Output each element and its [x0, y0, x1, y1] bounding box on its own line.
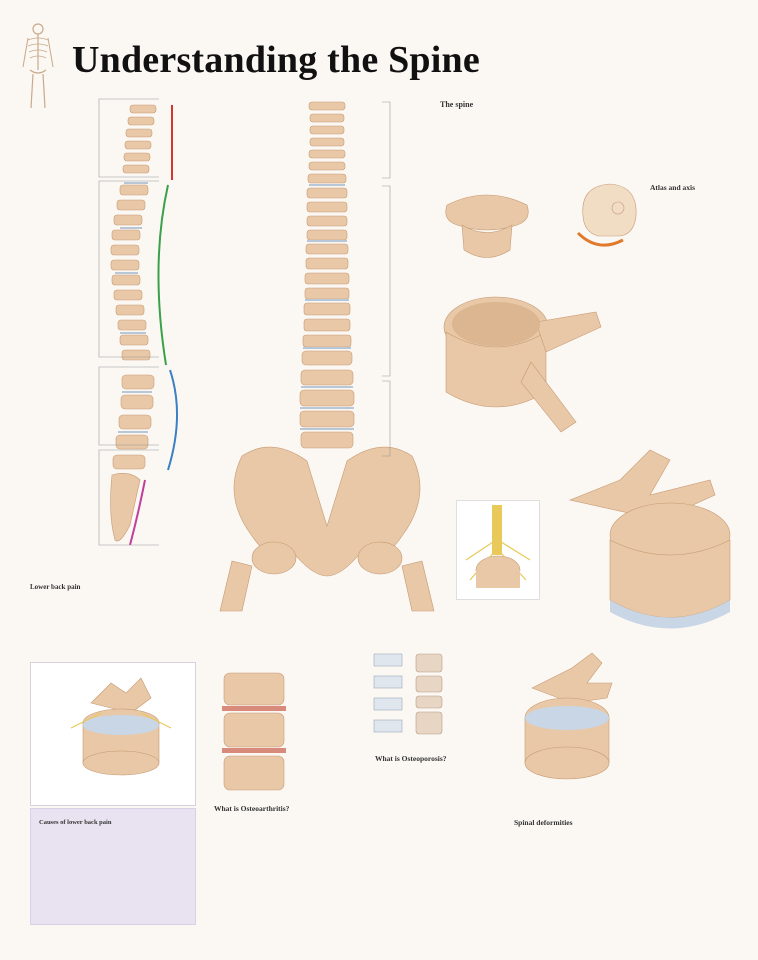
spine-section-title: The spine — [440, 100, 474, 109]
lumbar-vertebra-illustration — [568, 449, 731, 629]
thoracic-vertebra-illustration — [443, 296, 602, 433]
lower-back-pain-title: Lower back pain — [30, 583, 81, 591]
anterior-spine-pelvis-illustration — [219, 101, 435, 612]
cervical-vertebra-illustration — [445, 194, 529, 258]
spinal-deformities-title: Spinal deformities — [514, 818, 573, 827]
poster-title: Understanding the Spine — [72, 39, 480, 81]
atlas-axis-title: Atlas and axis — [650, 183, 696, 192]
causes-title: Causes of lower back pain — [39, 819, 112, 826]
spinal-nerves-illustration — [456, 500, 540, 600]
osteoporosis-title: What is Osteoporosis? — [375, 754, 447, 763]
lower-back-pain-illustration-box — [30, 662, 196, 806]
causes-panel: Causes of lower back pain — [30, 808, 196, 925]
atlas-axis-skull-illustration — [576, 183, 637, 247]
lower-back-pain-panel: Lower back pain — [30, 583, 200, 591]
osteoarthritis-vertebrae-illustration — [222, 672, 286, 791]
lateral-spine-illustration — [110, 104, 179, 546]
osteoporosis-illustration — [373, 653, 443, 735]
region-brackets — [98, 98, 159, 546]
spinal-deformities-illustration — [524, 652, 613, 780]
herniated-disc-illustration — [71, 677, 171, 776]
skeleton-icon — [22, 23, 54, 109]
osteoarthritis-title: What is Osteoarthritis? — [214, 804, 290, 813]
